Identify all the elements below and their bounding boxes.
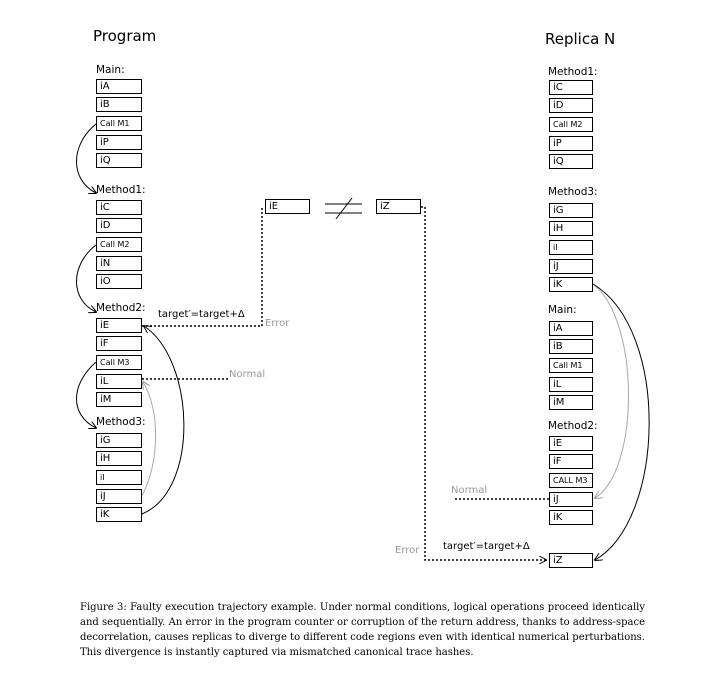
replica-main-label: Main:	[548, 304, 577, 316]
replica-method2-item: iE	[549, 436, 593, 451]
program-method1-item: iN	[96, 256, 142, 271]
program-method1-label: Method1:	[96, 184, 146, 196]
program-main-item: iQ	[96, 153, 142, 168]
replica-return-arc-black	[592, 283, 650, 560]
program-main-item: Call M1	[96, 116, 142, 131]
program-method2-item: Call M3	[96, 355, 142, 370]
program-method2-item: iL	[96, 374, 142, 389]
return-arc-gray	[141, 382, 157, 497]
replica-iz-box: iZ	[549, 553, 593, 568]
program-title: Program	[93, 27, 157, 45]
replica-method3-item: iI	[549, 240, 593, 255]
figure-caption: Figure 3: Faulty execution trajectory ex…	[80, 602, 645, 658]
replica-method2-item: iF	[549, 454, 593, 469]
call-arc-m1	[76, 123, 97, 193]
program-method2-item: iF	[96, 336, 142, 351]
replica-method1-item: iP	[549, 136, 593, 151]
error-path-left	[142, 207, 263, 327]
replica-return-arc-gray	[592, 283, 629, 498]
program-method1-item: iO	[96, 274, 142, 289]
program-method3-item: iK	[96, 507, 142, 522]
target-annotation-right: target′=target+Δ	[443, 541, 530, 552]
replica-method2-item: iJ	[549, 492, 593, 507]
normal-label-left: Normal	[229, 369, 266, 380]
neq-slash	[335, 197, 353, 220]
replica-method3-item: iG	[549, 203, 593, 218]
program-method3-item: iI	[96, 470, 142, 485]
replica-method2-label: Method2:	[548, 420, 598, 432]
program-method3-item: iJ	[96, 489, 142, 504]
target-annotation-left: target′=target+Δ	[158, 309, 245, 320]
program-method1-item: iC	[96, 200, 142, 215]
middle-ie-box: iE	[265, 199, 310, 214]
call-arc-m3	[76, 361, 97, 428]
return-arc-black	[141, 326, 185, 515]
program-method1-item: Call M2	[96, 237, 142, 252]
program-main-label: Main:	[96, 64, 125, 76]
replica-method3-label: Method3:	[548, 186, 598, 198]
replica-main-item: iM	[549, 395, 593, 410]
replica-main-item: iL	[549, 377, 593, 392]
program-method1-item: iD	[96, 218, 142, 233]
replica-main-item: iA	[549, 321, 593, 336]
program-method3-item: iH	[96, 451, 142, 466]
call-arc-m2	[76, 244, 97, 312]
replica-main-item: iB	[549, 339, 593, 354]
program-method2-item: iM	[96, 392, 142, 407]
replica-main-item: Call M1	[549, 358, 593, 373]
program-method3-label: Method3:	[96, 416, 146, 428]
replica-method3-item: iK	[549, 277, 593, 292]
replica-method1-item: Call M2	[549, 117, 593, 132]
replica-method2-item: CALL M3	[549, 473, 593, 488]
normal-label-right: Normal	[451, 485, 488, 496]
error-label-left: Error	[265, 318, 290, 329]
program-main-item: iB	[96, 97, 142, 112]
program-main-item: iP	[96, 135, 142, 150]
replica-method3-item: iJ	[549, 259, 593, 274]
program-method2-item: iE	[96, 318, 142, 333]
replica-method3-item: iH	[549, 221, 593, 236]
program-method2-label: Method2:	[96, 302, 146, 314]
error-path-right	[421, 206, 546, 560]
replica-method1-label: Method1:	[548, 66, 598, 78]
replica-method1-item: iD	[549, 98, 593, 113]
replica-method1-item: iC	[549, 80, 593, 95]
program-main-item: iA	[96, 79, 142, 94]
middle-iz-box: iZ	[376, 199, 421, 214]
program-method3-item: iG	[96, 433, 142, 448]
replica-method1-item: iQ	[549, 154, 593, 169]
replica-title: Replica N	[545, 30, 616, 48]
replica-method2-item: iK	[549, 510, 593, 525]
error-label-right: Error	[395, 545, 420, 556]
